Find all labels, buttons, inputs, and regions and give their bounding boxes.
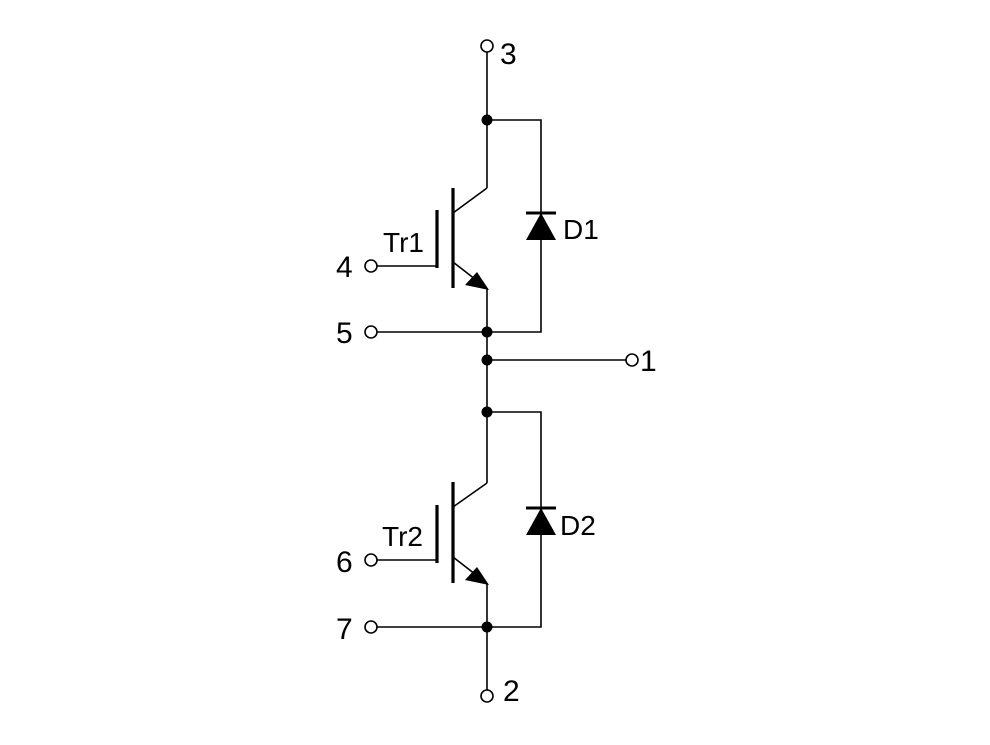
junction-top bbox=[481, 114, 493, 126]
terminal-3-circle bbox=[480, 39, 494, 53]
terminal-7-label: 7 bbox=[336, 613, 353, 646]
device-d2-label: D2 bbox=[560, 510, 596, 541]
junction-nodes bbox=[481, 114, 493, 633]
terminal-6-label: 6 bbox=[336, 546, 353, 579]
junction-lower-top bbox=[481, 406, 493, 418]
diode-d1-triangle bbox=[526, 213, 556, 240]
wire-d2-branch bbox=[487, 411, 542, 628]
junction-t1 bbox=[481, 354, 493, 366]
terminal-3-label: 3 bbox=[500, 38, 517, 71]
junction-t7 bbox=[481, 621, 493, 633]
lower-section bbox=[377, 411, 556, 690]
emitter-arrow-tr2 bbox=[465, 567, 489, 585]
terminal-1-circle bbox=[625, 353, 639, 367]
terminal-7-circle bbox=[364, 620, 378, 634]
junction-t5 bbox=[481, 326, 493, 338]
upper-section bbox=[377, 52, 556, 333]
device-tr1-label: Tr1 bbox=[383, 227, 424, 258]
terminal-6-circle bbox=[364, 553, 378, 567]
terminal-2-circle bbox=[480, 689, 494, 703]
terminal-2-label: 2 bbox=[503, 675, 520, 708]
labels: 3 4 5 1 6 7 2 Tr1 Tr2 D1 D2 bbox=[336, 38, 657, 708]
diode-d2-triangle bbox=[526, 508, 556, 535]
device-d1-label: D1 bbox=[563, 214, 599, 245]
terminal-4-label: 4 bbox=[336, 251, 353, 284]
device-tr2-label: Tr2 bbox=[382, 521, 423, 552]
wire-d1-branch bbox=[487, 119, 542, 333]
terminal-5-circle bbox=[364, 325, 378, 339]
terminal-1-label: 1 bbox=[640, 345, 657, 378]
wire-collector-diagonal-tr2 bbox=[452, 482, 488, 508]
wire-collector-diagonal-tr1 bbox=[452, 187, 488, 214]
terminal-circles bbox=[364, 39, 639, 703]
midpoint-section bbox=[486, 332, 626, 412]
emitter-arrow-tr1 bbox=[465, 272, 489, 290]
terminal-4-circle bbox=[364, 259, 378, 273]
terminal-5-label: 5 bbox=[336, 317, 353, 350]
